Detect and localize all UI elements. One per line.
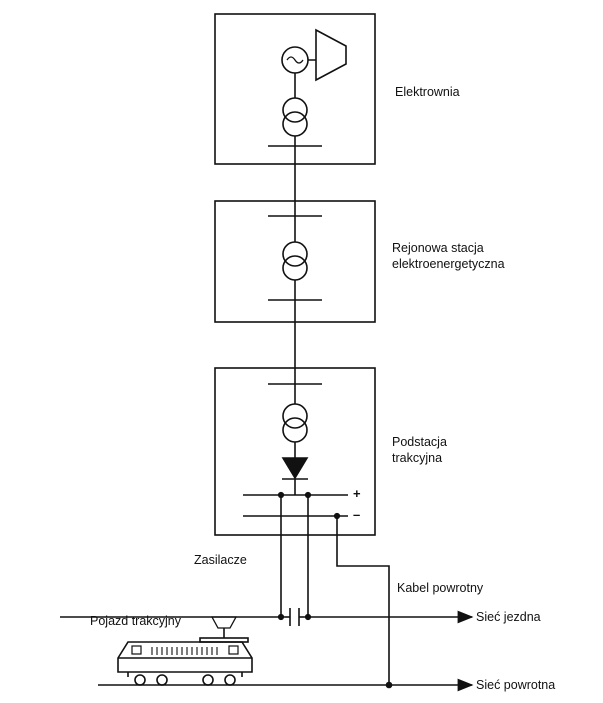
return-cable-label: Kabel powrotny — [397, 581, 484, 595]
feeders-label: Zasilacze — [194, 553, 247, 567]
vehicle-label: Pojazd trakcyjny — [90, 614, 182, 628]
contact-network-label: Sieć jezdna — [476, 610, 541, 624]
substation-label-line2: trakcyjna — [392, 451, 443, 465]
transformer-icon — [282, 97, 308, 137]
section-insulator-icon — [285, 608, 304, 626]
regional-station-label-line1: Rejonowa stacja — [392, 241, 484, 255]
rectifier-diode-icon — [281, 457, 309, 480]
feeder-lines — [280, 495, 309, 617]
substation-block — [214, 367, 376, 536]
locomotive-icon — [117, 616, 253, 686]
power-plant-label: Elektrownia — [395, 85, 460, 99]
minus-sign-label: – — [353, 507, 361, 522]
transformer-icon — [282, 403, 308, 443]
regional-station-label-line2: elektroenergetyczna — [392, 257, 505, 271]
return-cable — [336, 516, 390, 685]
plus-sign-label: + — [353, 486, 361, 501]
substation-label-line1: Podstacja — [392, 435, 447, 449]
generator-icon — [281, 46, 309, 74]
turbine-icon — [308, 28, 347, 82]
transformer-icon — [282, 241, 308, 281]
return-network-label: Sieć powrotna — [476, 678, 556, 692]
